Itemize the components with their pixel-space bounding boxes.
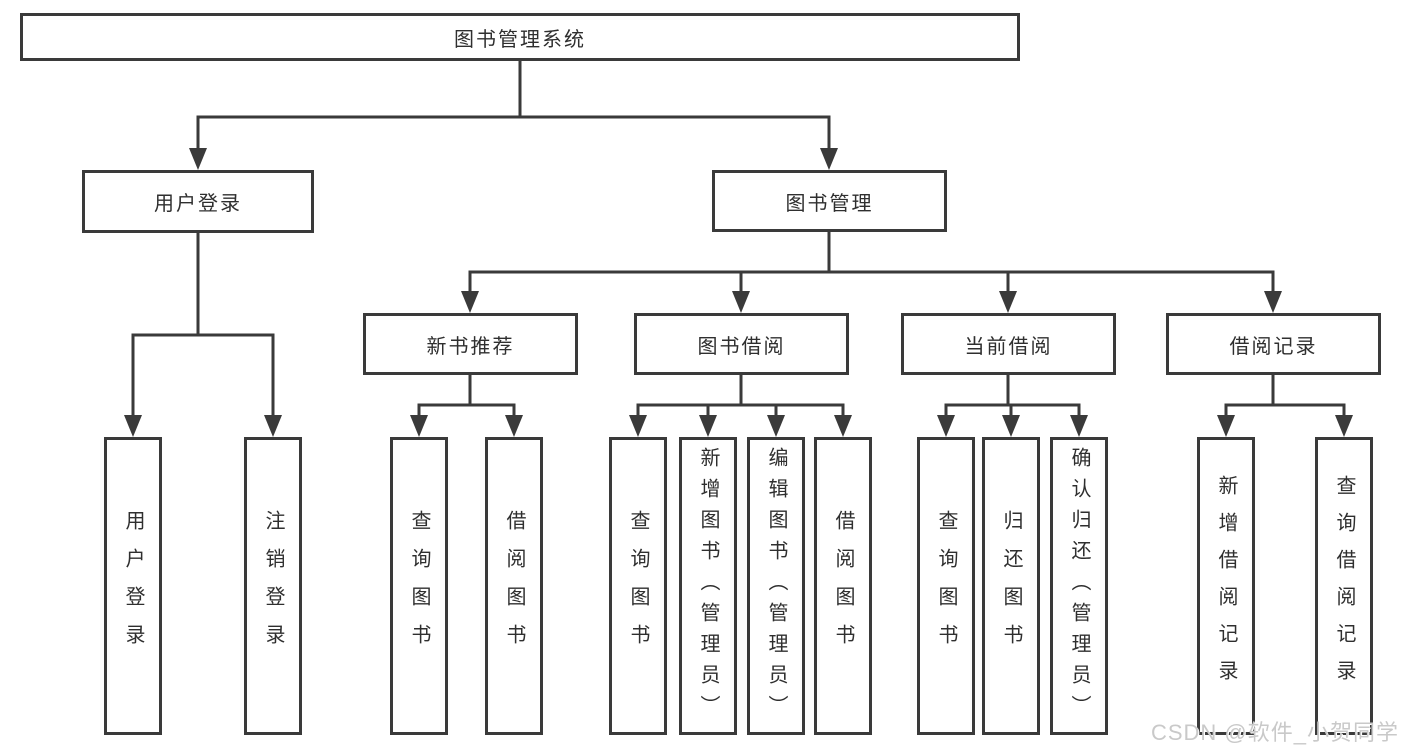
arrowhead	[124, 415, 142, 437]
arrowhead	[937, 415, 955, 437]
leaf-borrow-books: 借阅图书	[814, 437, 872, 735]
node-label: 借阅记录	[1229, 335, 1318, 358]
arrowhead	[1002, 415, 1020, 437]
leaf-add-borrow-record: 新增借阅记录	[1197, 437, 1255, 735]
arrowhead	[189, 148, 207, 170]
leaf-return-books: 归还图书	[982, 437, 1040, 735]
leaf-label: 新增图书（管理员）	[697, 446, 719, 726]
leaf-label: 查询图书	[935, 510, 957, 662]
node-user-login: 用户登录	[82, 170, 314, 233]
leaf-confirm-return-admin: 确认归还（管理员）	[1050, 437, 1108, 735]
node-label: 图书管理系统	[454, 28, 586, 51]
node-borrow-record: 借阅记录	[1166, 313, 1381, 375]
leaf-label: 查询图书	[408, 510, 430, 662]
leaf-edit-books-admin: 编辑图书（管理员）	[747, 437, 805, 735]
arrowhead	[461, 291, 479, 313]
arrowhead	[999, 291, 1017, 313]
arrowhead	[1335, 415, 1353, 437]
connector-book-borrow-split	[629, 375, 852, 437]
leaf-label: 借阅图书	[832, 510, 854, 662]
leaf-logout: 注销登录	[244, 437, 302, 735]
leaf-query-borrow-record: 查询借阅记录	[1315, 437, 1373, 735]
arrowhead	[732, 291, 750, 313]
connector-root-split	[189, 61, 838, 170]
leaf-label: 编辑图书（管理员）	[765, 446, 787, 726]
node-label: 图书管理	[785, 192, 874, 215]
leaf-label: 注销登录	[262, 510, 284, 662]
leaf-label: 借阅图书	[503, 510, 525, 662]
connector-borrow-record-split	[1217, 375, 1353, 437]
arrowhead	[834, 415, 852, 437]
node-new-book-recommend: 新书推荐	[363, 313, 578, 375]
arrowhead	[629, 415, 647, 437]
leaf-label: 确认归还（管理员）	[1068, 446, 1090, 726]
arrowhead	[505, 415, 523, 437]
node-book-borrow: 图书借阅	[634, 313, 849, 375]
leaf-label: 查询借阅记录	[1333, 475, 1355, 697]
arrowhead	[820, 148, 838, 170]
connector-user-login-split	[124, 233, 282, 437]
leaf-query-books: 查询图书	[609, 437, 667, 735]
connector-new-book-split	[410, 375, 523, 437]
leaf-label: 查询图书	[627, 510, 649, 662]
leaf-query-current: 查询图书	[917, 437, 975, 735]
node-current-borrow: 当前借阅	[901, 313, 1116, 375]
arrowhead	[410, 415, 428, 437]
leaf-query-books-recommend: 查询图书	[390, 437, 448, 735]
csdn-watermark: CSDN @软件_小贺同学	[1150, 720, 1399, 745]
node-label: 用户登录	[154, 193, 242, 215]
node-label: 图书借阅	[697, 335, 786, 358]
leaf-user-login: 用户登录	[104, 437, 162, 735]
arrowhead	[767, 415, 785, 437]
arrowhead	[1217, 415, 1235, 437]
leaf-label: 用户登录	[122, 510, 144, 662]
arrowhead	[699, 415, 717, 437]
arrowhead	[1264, 291, 1282, 313]
leaf-add-books-admin: 新增图书（管理员）	[679, 437, 737, 735]
node-label: 当前借阅	[964, 335, 1053, 358]
leaf-label: 新增借阅记录	[1215, 475, 1237, 697]
node-label: 新书推荐	[426, 335, 515, 358]
arrowhead	[1070, 415, 1088, 437]
leaf-label: 归还图书	[1000, 510, 1022, 662]
node-book-management: 图书管理	[712, 170, 947, 232]
connector-book-mgmt-split	[461, 232, 1282, 313]
leaf-borrow-books-recommend: 借阅图书	[485, 437, 543, 735]
connector-current-borrow-split	[937, 375, 1088, 437]
arrowhead	[264, 415, 282, 437]
node-system-root: 图书管理系统	[20, 13, 1020, 61]
